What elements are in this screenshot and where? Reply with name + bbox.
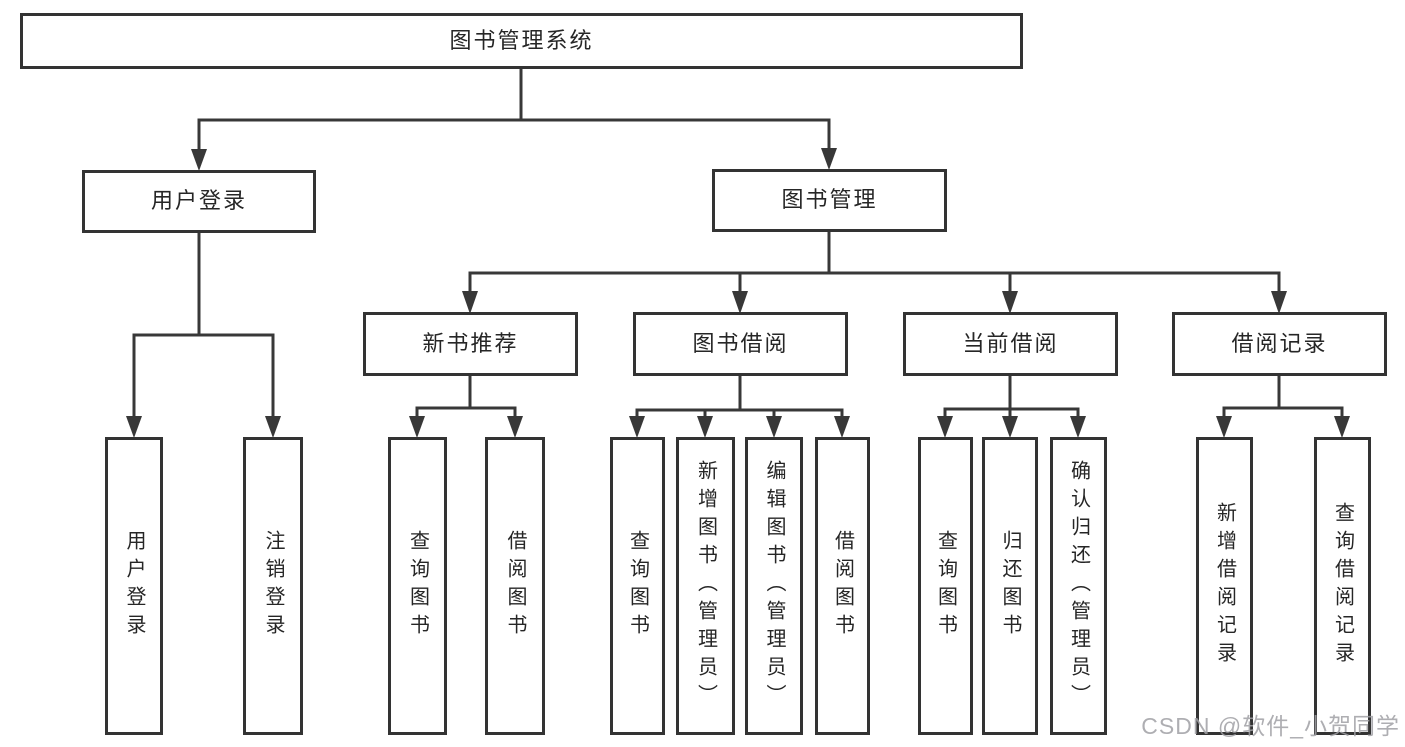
leaf-query-borrow-record: 查询借阅记录 (1314, 437, 1371, 735)
leaf-return-books: 归还图书 (982, 437, 1038, 735)
leaf-confirm-return-admin: 确认归还（管理员） (1050, 437, 1107, 735)
node-label: 查询借阅记录 (1331, 502, 1354, 670)
leaf-user-login: 用户登录 (105, 437, 163, 735)
leaf-edit-books-admin: 编辑图书（管理员） (745, 437, 803, 735)
node-borrowing-records: 借阅记录 (1172, 312, 1387, 376)
node-label: 借阅记录 (1231, 330, 1328, 356)
node-current-borrowing: 当前借阅 (903, 312, 1118, 376)
leaf-add-books-admin: 新增图书（管理员） (676, 437, 735, 735)
node-label: 查询图书 (934, 530, 957, 642)
node-user-login: 用户登录 (82, 170, 316, 233)
node-label: 图书管理 (781, 187, 878, 213)
node-label: 编辑图书（管理员） (763, 460, 785, 712)
leaf-query-books: 查询图书 (388, 437, 447, 735)
node-label: 用户登录 (150, 188, 247, 214)
node-label: 借阅图书 (831, 530, 854, 642)
leaf-query-books: 查询图书 (918, 437, 973, 735)
node-label: 图书管理系统 (449, 27, 594, 53)
node-label: 新增借阅记录 (1213, 502, 1236, 670)
leaf-query-books: 查询图书 (610, 437, 665, 735)
node-label: 新增图书（管理员） (694, 460, 717, 712)
node-library-management-system: 图书管理系统 (20, 13, 1023, 69)
node-book-borrowing: 图书借阅 (633, 312, 848, 376)
leaf-borrow-books: 借阅图书 (815, 437, 870, 735)
leaf-borrow-books: 借阅图书 (485, 437, 545, 735)
node-label: 借阅图书 (504, 530, 526, 642)
leaf-logout: 注销登录 (243, 437, 303, 735)
node-label: 用户登录 (123, 530, 145, 642)
node-label: 注销登录 (262, 530, 284, 642)
node-label: 当前借阅 (962, 330, 1059, 356)
node-label: 查询图书 (406, 530, 429, 642)
node-new-book-recommendation: 新书推荐 (363, 312, 578, 376)
node-label: 确认归还（管理员） (1067, 460, 1090, 712)
leaf-add-borrow-record: 新增借阅记录 (1196, 437, 1253, 735)
node-label: 图书借阅 (692, 330, 789, 356)
node-label: 查询图书 (626, 530, 649, 642)
node-book-management: 图书管理 (712, 169, 947, 232)
csdn-watermark: CSDN @软件_小贺同学 (1141, 713, 1400, 739)
node-label: 归还图书 (999, 530, 1021, 642)
node-label: 新书推荐 (422, 330, 519, 356)
